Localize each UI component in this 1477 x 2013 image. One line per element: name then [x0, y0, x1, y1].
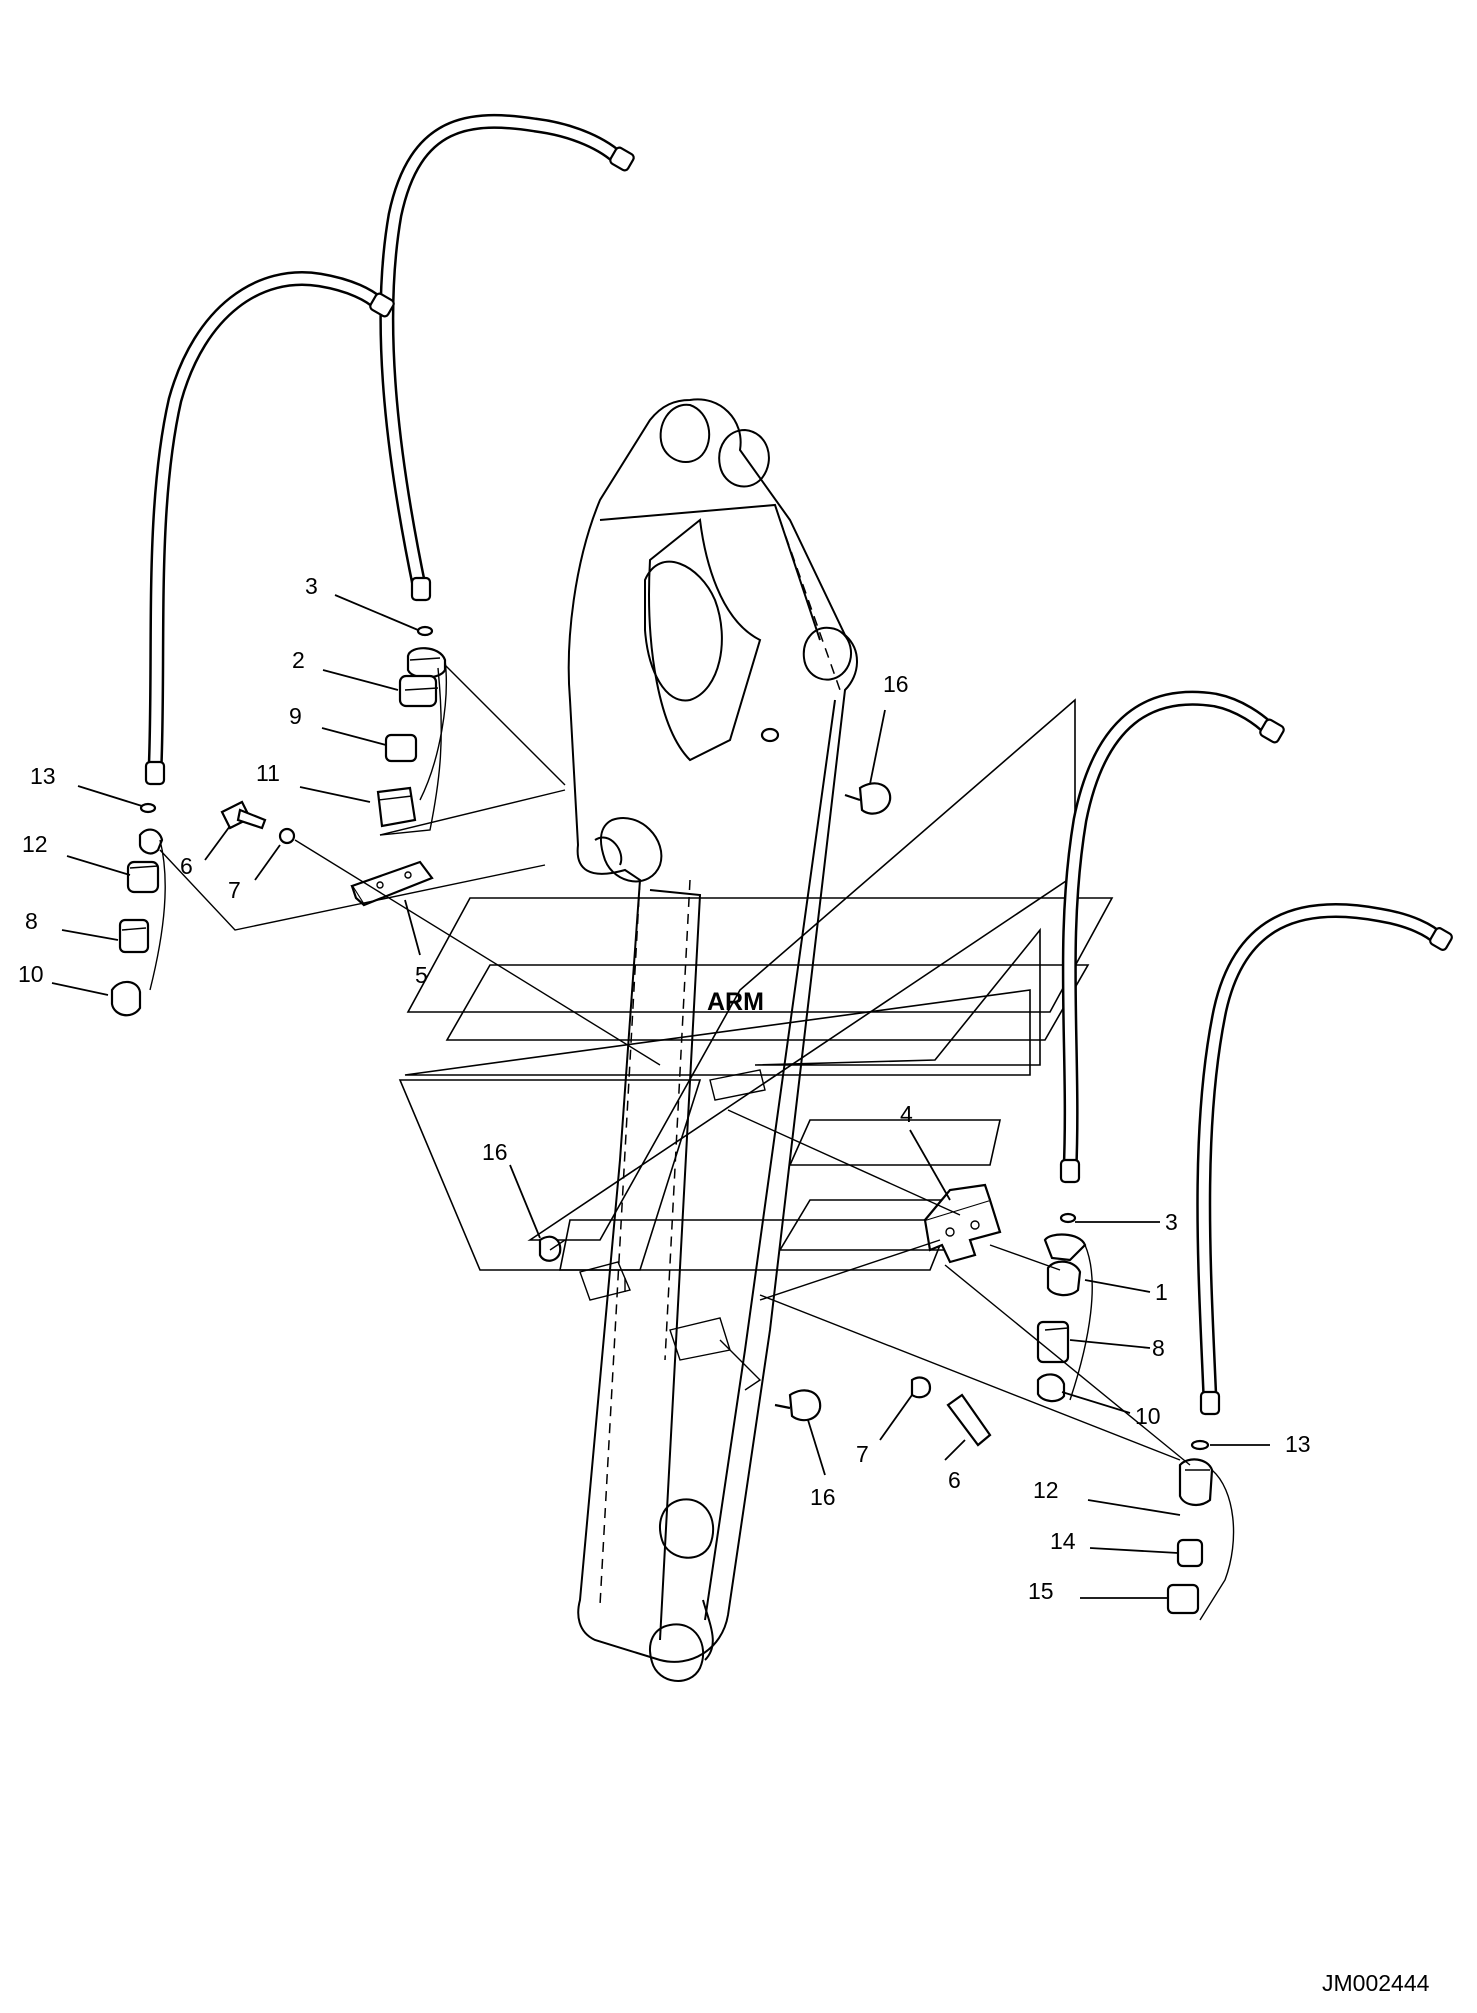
clamps-16 — [538, 727, 992, 1447]
leader-lines — [51, 594, 1270, 1599]
callout-11: 11 — [256, 760, 280, 786]
hose-right-lower — [1196, 902, 1453, 1416]
callout-3-left: 3 — [305, 573, 318, 599]
callout-5: 5 — [415, 962, 428, 988]
hose-left-lower — [144, 271, 395, 786]
drawing-code: JM002444 — [1322, 1970, 1430, 1996]
callout-13-left: 13 — [30, 763, 56, 789]
callout-10-right: 10 — [1135, 1403, 1161, 1429]
hose-left-upper — [379, 113, 635, 602]
callout-2: 2 — [292, 647, 305, 673]
callout-14: 14 — [1050, 1528, 1076, 1554]
bracket-5-assembly — [220, 800, 434, 907]
callout-8-right: 8 — [1152, 1335, 1165, 1361]
callout-10-left: 10 — [18, 961, 44, 987]
callout-6-left: 6 — [180, 853, 193, 879]
callout-4: 4 — [900, 1101, 913, 1127]
watermark-logo — [398, 698, 1114, 1271]
callout-9: 9 — [289, 703, 302, 729]
callout-7-left: 7 — [228, 877, 241, 903]
fitting-stack-right-upper — [1036, 1212, 1093, 1403]
callout-12-left: 12 — [22, 831, 48, 857]
callout-1: 1 — [1155, 1279, 1168, 1305]
fitting-stack-left-upper — [376, 625, 447, 836]
callout-labels: 3 2 9 11 13 6 12 7 8 10 5 16 16 4 3 1 8 … — [18, 573, 1311, 1604]
callout-6-right: 6 — [948, 1467, 961, 1493]
fitting-stack-right-lower — [1166, 1439, 1235, 1621]
bracket-4 — [923, 1183, 1002, 1264]
callout-15: 15 — [1028, 1578, 1054, 1604]
callout-13-right: 13 — [1285, 1431, 1311, 1457]
callout-16-middle: 16 — [482, 1139, 508, 1165]
callout-7-right: 7 — [856, 1441, 869, 1467]
hose-right-upper — [1059, 690, 1285, 1184]
fitting-stack-left-lower — [110, 802, 166, 1017]
callout-16-bottom: 16 — [810, 1484, 836, 1510]
callout-8-left: 8 — [25, 908, 38, 934]
callout-12-right: 12 — [1033, 1477, 1059, 1503]
arm-body — [567, 398, 858, 1682]
callout-3-right: 3 — [1165, 1209, 1178, 1235]
component-label-arm: ARM — [707, 988, 764, 1016]
callout-16-top: 16 — [883, 671, 909, 697]
reference-lines — [159, 664, 1191, 1466]
arm-clamp-plates — [579, 1069, 766, 1391]
